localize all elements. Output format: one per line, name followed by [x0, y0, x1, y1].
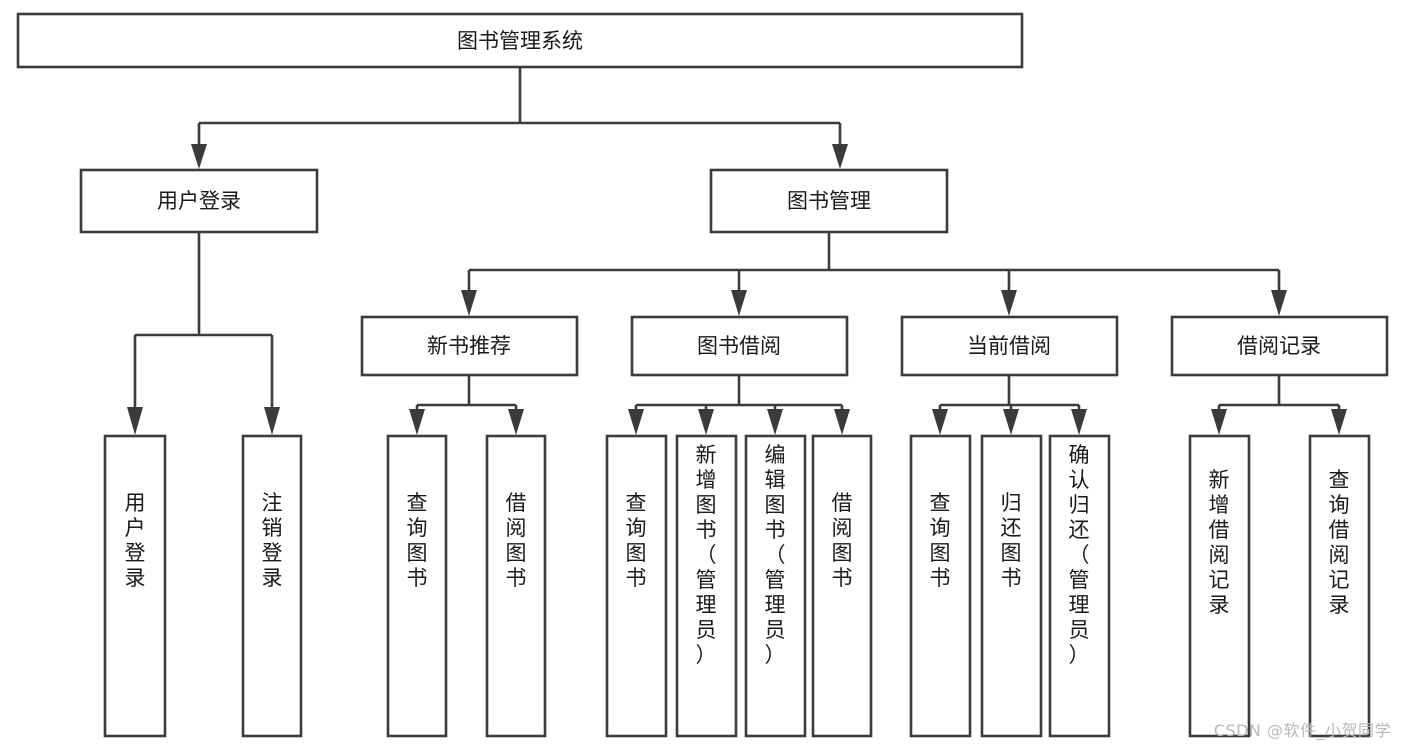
node-new-book-rec[interactable]: 新书推荐: [360, 315, 579, 377]
node-leaf-query-book-1-box[interactable]: [386, 434, 448, 738]
node-book-manage[interactable]: 图书管理: [709, 168, 949, 234]
node-leaf-return-book-box[interactable]: [980, 434, 1043, 738]
node-leaf-query-book-1[interactable]: 查询图书: [386, 434, 448, 738]
node-leaf-confirm-return-label: 确认归还（管理员）: [1069, 443, 1090, 667]
arrow-leaf-query-book-1: [409, 409, 425, 435]
arrow-to-book-manage: [832, 144, 848, 169]
node-root[interactable]: 图书管理系统: [16, 12, 1024, 69]
node-leaf-logout-box[interactable]: [241, 434, 303, 738]
node-root-box[interactable]: [16, 12, 1024, 69]
node-leaf-edit-book-box[interactable]: [744, 434, 807, 738]
node-leaf-query-book-1-label: 查询图书: [407, 491, 428, 590]
node-book-manage-label: 图书管理: [787, 189, 871, 213]
arrow-leaf-add-record: [1211, 409, 1227, 435]
node-current-borrow-box[interactable]: [900, 315, 1119, 377]
node-leaf-borrow-book-2[interactable]: 借阅图书: [811, 434, 873, 738]
connector-lines: [127, 67, 1347, 435]
node-leaf-confirm-return[interactable]: 确认归还（管理员）: [1048, 434, 1111, 738]
node-leaf-query-book-2-box[interactable]: [605, 434, 668, 738]
node-leaf-query-book-3-box[interactable]: [909, 434, 972, 738]
node-borrow-record[interactable]: 借阅记录: [1170, 315, 1389, 377]
node-book-borrow-box[interactable]: [630, 315, 849, 377]
node-borrow-record-box[interactable]: [1170, 315, 1389, 377]
node-leaf-borrow-book-2-box[interactable]: [811, 434, 873, 738]
node-leaf-query-record[interactable]: 查询借阅记录: [1308, 434, 1371, 738]
node-root-label: 图书管理系统: [457, 29, 583, 53]
arrow-leaf-query-record: [1331, 409, 1347, 435]
node-leaf-borrow-book-1[interactable]: 借阅图书: [485, 434, 547, 738]
node-leaf-query-book-3-label: 查询图书: [930, 491, 951, 590]
arrow-leaf-logout: [264, 407, 280, 435]
node-leaf-edit-book[interactable]: 编辑图书（管理员）: [744, 434, 807, 738]
node-current-borrow[interactable]: 当前借阅: [900, 315, 1119, 377]
arrow-leaf-edit-book: [767, 409, 783, 435]
node-leaf-borrow-book-1-box[interactable]: [485, 434, 547, 738]
node-current-borrow-label: 当前借阅: [967, 334, 1051, 358]
node-leaf-add-record[interactable]: 新增借阅记录: [1188, 434, 1251, 738]
node-book-borrow-label: 图书借阅: [697, 334, 781, 358]
node-book-manage-box[interactable]: [709, 168, 949, 234]
arrow-leaf-borrow-book-1: [508, 409, 524, 435]
node-leaf-query-book-2[interactable]: 查询图书: [605, 434, 668, 738]
node-leaf-add-book-label: 新增图书（管理员）: [696, 443, 717, 667]
node-book-borrow[interactable]: 图书借阅: [630, 315, 849, 377]
arrow-leaf-query-book-2: [628, 409, 644, 435]
node-leaf-confirm-return-box[interactable]: [1048, 434, 1111, 738]
arrow-leaf-confirm-return: [1071, 409, 1087, 435]
node-leaf-borrow-book-1-label: 借阅图书: [506, 491, 527, 590]
node-new-book-rec-box[interactable]: [360, 315, 579, 377]
arrow-leaf-query-book-3: [932, 409, 948, 435]
arrow-to-borrow-record: [1271, 290, 1287, 316]
node-leaf-query-book-2-label: 查询图书: [626, 491, 647, 590]
node-leaf-add-record-box[interactable]: [1188, 434, 1251, 738]
node-leaf-return-book[interactable]: 归还图书: [980, 434, 1043, 738]
node-leaf-user-login-box[interactable]: [103, 434, 167, 738]
node-leaf-add-book-box[interactable]: [675, 434, 738, 738]
node-leaf-logout-label: 注销登录: [262, 491, 283, 590]
node-borrow-record-label: 借阅记录: [1237, 334, 1321, 358]
arrow-to-current-borrow: [1001, 290, 1017, 316]
node-leaf-add-record-label: 新增借阅记录: [1209, 468, 1230, 617]
arrow-to-book-borrow: [731, 290, 747, 316]
node-leaf-logout[interactable]: 注销登录: [241, 434, 303, 738]
node-leaf-query-record-label: 查询借阅记录: [1329, 468, 1350, 617]
arrow-leaf-borrow-book-2: [834, 409, 850, 435]
node-leaf-user-login[interactable]: 用户登录: [103, 434, 167, 738]
arrow-leaf-return-book: [1003, 409, 1019, 435]
node-leaf-borrow-book-2-label: 借阅图书: [832, 491, 853, 590]
arrow-leaf-add-book: [698, 409, 714, 435]
node-user-login-label: 用户登录: [157, 189, 241, 213]
node-new-book-rec-label: 新书推荐: [427, 334, 511, 358]
arrow-to-user-login: [191, 144, 207, 169]
node-user-login-box[interactable]: [79, 168, 319, 234]
node-leaf-query-book-3[interactable]: 查询图书: [909, 434, 972, 738]
node-leaf-add-book[interactable]: 新增图书（管理员）: [675, 434, 738, 738]
arrow-leaf-user-login: [127, 407, 143, 435]
arrow-to-new-book-rec: [461, 290, 477, 316]
node-leaf-edit-book-label: 编辑图书（管理员）: [765, 443, 786, 667]
node-leaf-return-book-label: 归还图书: [1001, 491, 1022, 590]
node-leaf-query-record-box[interactable]: [1308, 434, 1371, 738]
node-user-login[interactable]: 用户登录: [79, 168, 319, 234]
node-leaf-user-login-label: 用户登录: [125, 491, 146, 590]
